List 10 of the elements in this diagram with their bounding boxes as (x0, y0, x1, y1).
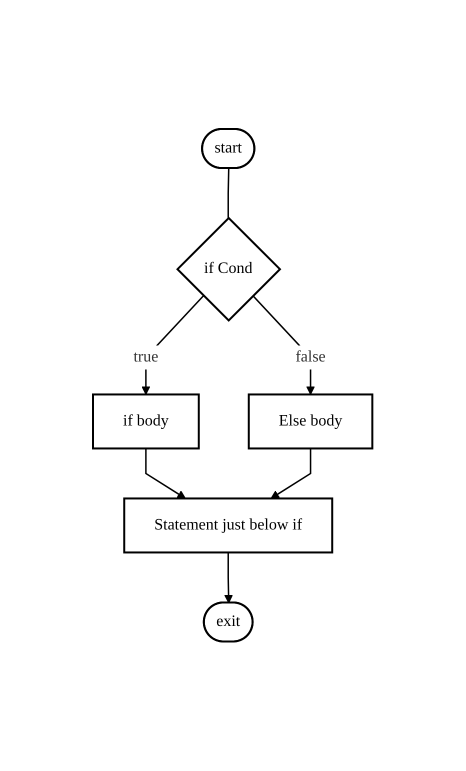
node-diamond: if Cond (176, 216, 282, 322)
node-box: Statement just below if (124, 498, 334, 554)
edge-label: true (134, 348, 159, 366)
arrow (145, 448, 186, 500)
edge-label: false (296, 348, 326, 366)
connector (228, 168, 230, 218)
node-box: if body (92, 394, 200, 450)
node-box: Else body (248, 394, 374, 450)
arrow (224, 552, 234, 604)
arrow (270, 448, 312, 500)
